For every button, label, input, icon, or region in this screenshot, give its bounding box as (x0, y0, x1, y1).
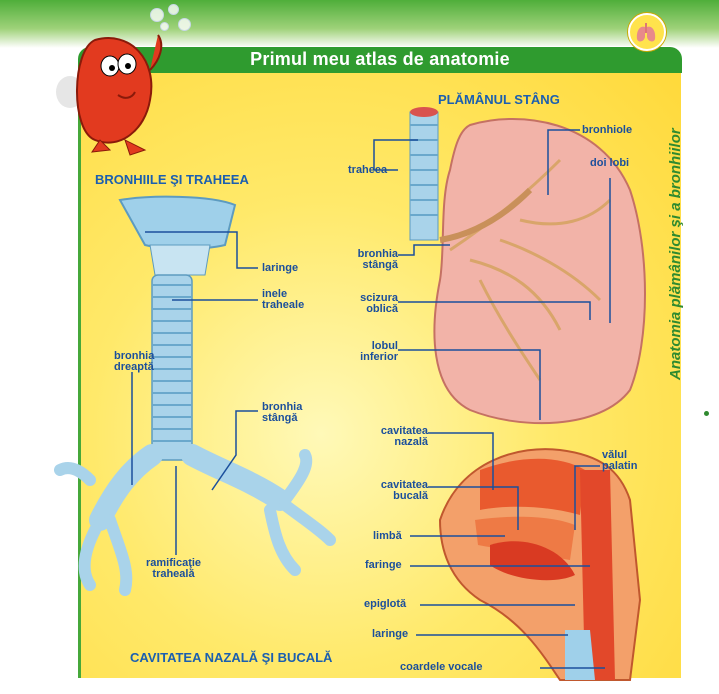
label-coardele-vocale: coardele vocale (400, 662, 483, 673)
label-laringe-cavity: laringe (372, 629, 408, 640)
mascot-illustration (56, 35, 161, 155)
section-title-bronchi: BRONHIILE ŞI TRAHEEA (95, 172, 249, 187)
section-title-lung: PLĂMÂNUL STÂNG (438, 92, 560, 107)
trachea-illustration (60, 197, 330, 590)
label-bronhiole: bronhiole (582, 125, 632, 136)
label-traheea: traheea (348, 165, 387, 176)
head-cross-section-illustration (440, 449, 640, 680)
section-title-cavity: CAVITATEA NAZALĂ ŞI BUCALĂ (130, 650, 332, 665)
label-limba: limbă (373, 531, 402, 542)
label-laringe: laringe (262, 263, 298, 274)
label-faringe: faringe (365, 560, 402, 571)
label-doi-lobi: doi lobi (590, 158, 629, 169)
label-epiglota: epiglotă (364, 599, 406, 610)
